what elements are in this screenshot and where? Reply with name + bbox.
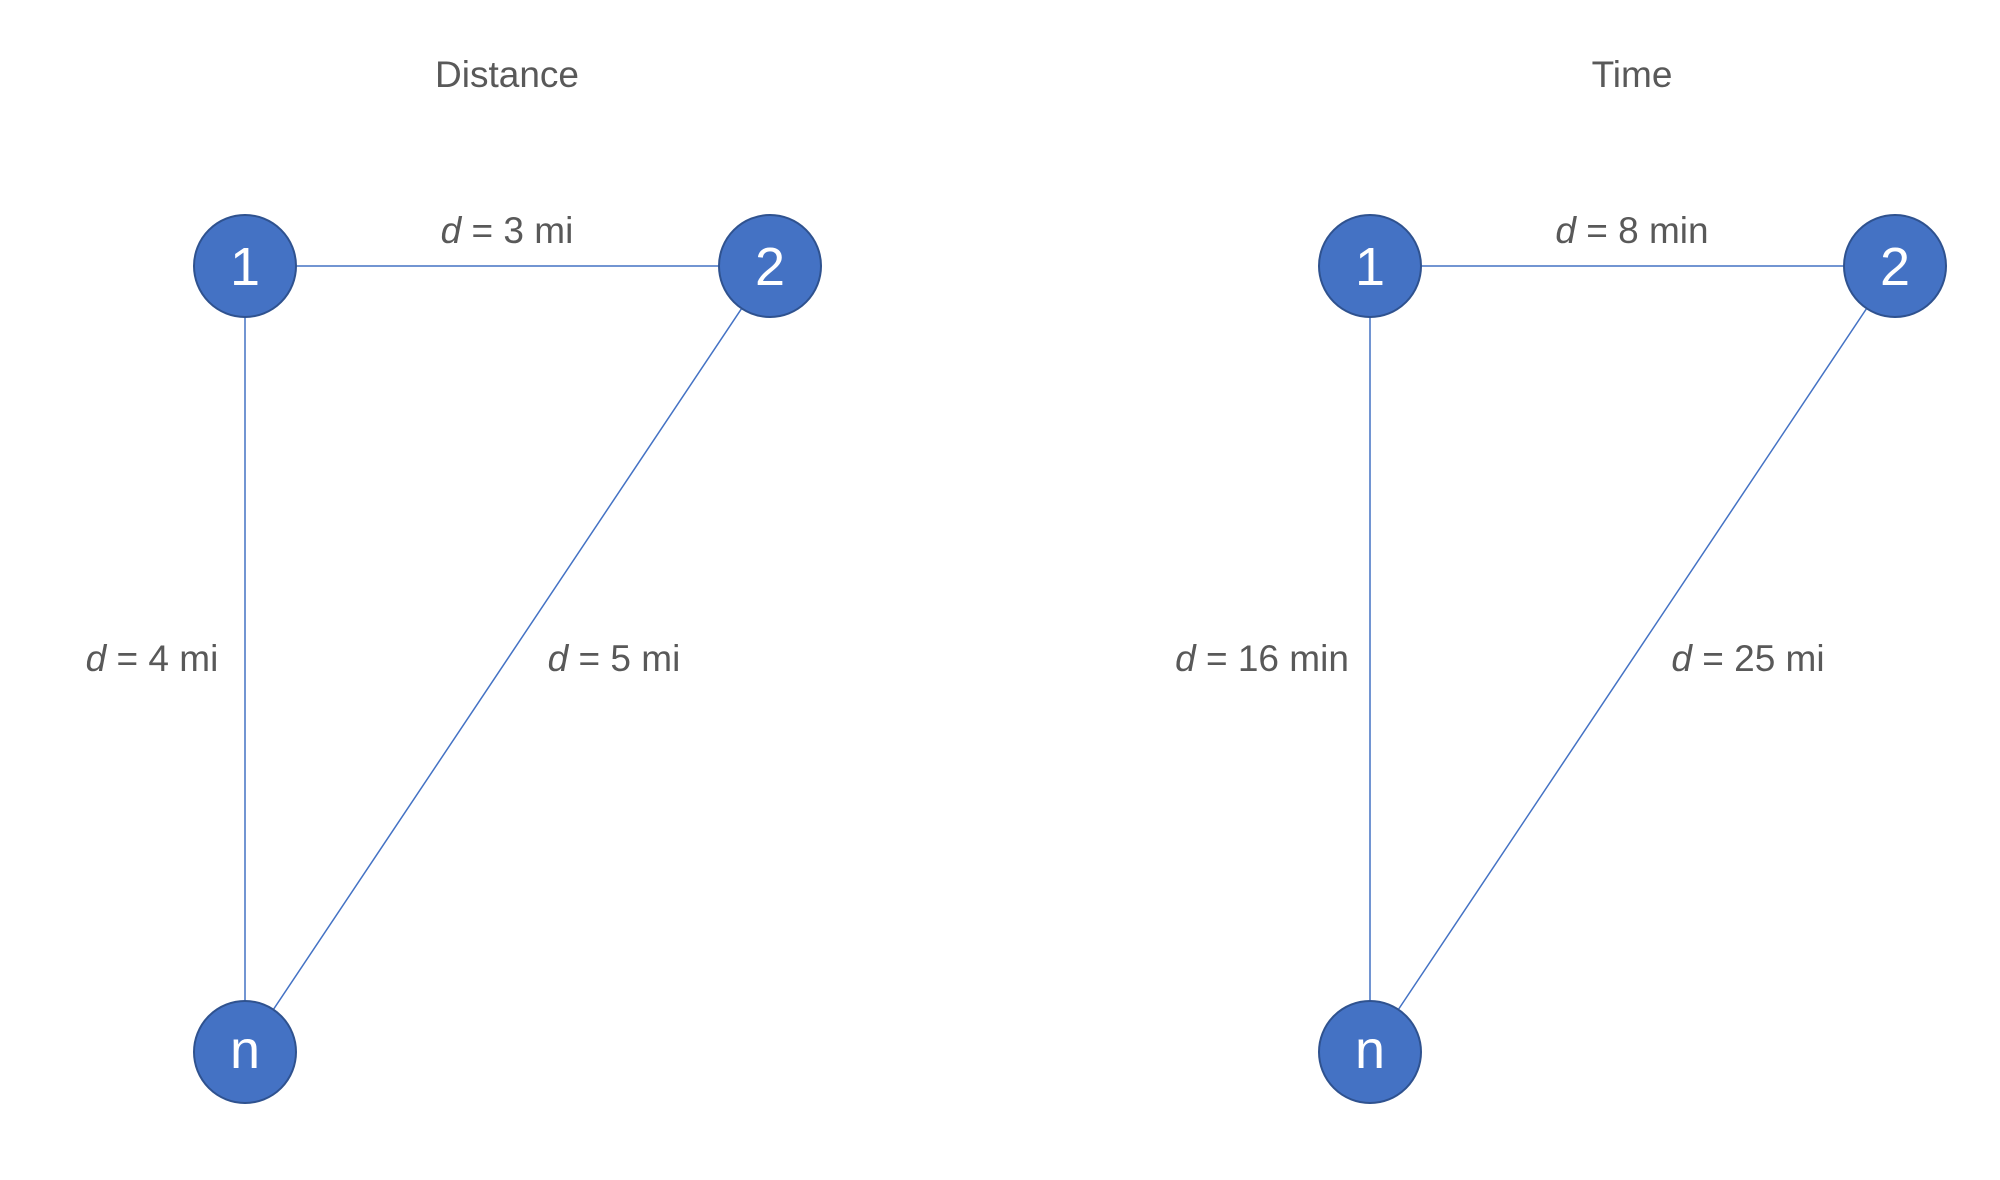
node-2: 2 [718,214,822,318]
node-2-label: 2 [755,237,785,297]
node-n-circle [1318,1000,1422,1104]
node-n: n [193,1000,297,1104]
node-1-circle [193,214,297,318]
node-n-label: n [1355,1020,1385,1080]
node-n: n [1318,1000,1422,1104]
edge-label-2-n-var: d [1671,638,1693,679]
panel-distance: Distance 1 2 n d = 3 mi d = 4 mi d = 5 m… [86,54,822,1104]
node-2: 2 [1843,214,1947,318]
panel-title-distance: Distance [435,54,579,95]
node-1-circle [1318,214,1422,318]
edge-label-1-n-var: d [86,638,108,679]
edge-label-2-n-text: = 5 mi [568,638,680,679]
edge-label-2-n-text: = 25 mi [1692,638,1825,679]
panel-time: Time 1 2 n d = 8 min d = 16 min d = 25 m… [1175,54,1947,1104]
edge-label-1-2: d = 8 min [1555,210,1708,251]
edge-label-1-n-var: d [1175,638,1197,679]
edge-label-1-2-text: = 3 mi [461,210,573,251]
node-n-circle [193,1000,297,1104]
edge-2-n [244,265,771,1053]
node-1-label: 1 [1355,237,1385,297]
edge-label-1-n: d = 16 min [1175,638,1349,679]
edge-label-2-n: d = 5 mi [548,638,681,679]
node-n-label: n [230,1020,260,1080]
panel-title-time: Time [1592,54,1673,95]
edge-label-1-2-text: = 8 min [1576,210,1709,251]
edge-label-1-2-var: d [441,210,463,251]
node-2-circle [1843,214,1947,318]
edge-label-2-n-var: d [548,638,570,679]
node-1-label: 1 [230,237,260,297]
node-2-label: 2 [1880,237,1910,297]
edge-label-1-n-text: = 16 min [1196,638,1349,679]
node-1: 1 [1318,214,1422,318]
edge-2-n [1369,265,1896,1053]
edge-label-1-2: d = 3 mi [441,210,574,251]
edge-label-1-2-var: d [1555,210,1577,251]
edge-label-1-n-text: = 4 mi [106,638,218,679]
node-1: 1 [193,214,297,318]
edge-label-2-n: d = 25 mi [1671,638,1824,679]
edge-label-1-n: d = 4 mi [86,638,219,679]
node-2-circle [718,214,822,318]
